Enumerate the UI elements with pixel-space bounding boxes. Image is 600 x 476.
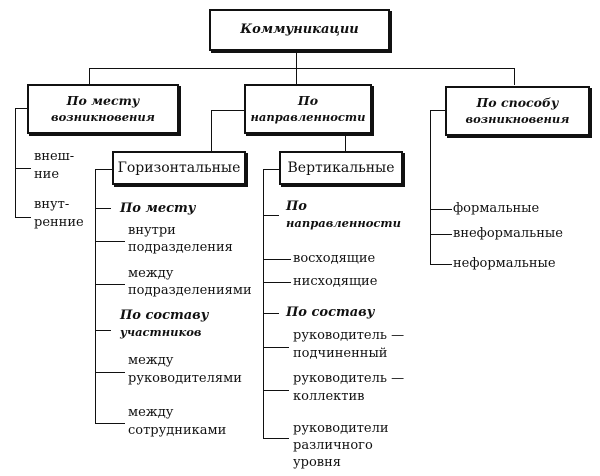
section-heading: По направленности bbox=[286, 198, 401, 232]
item-text: внут- bbox=[34, 197, 70, 212]
list-item: руководители различного уровня bbox=[293, 420, 389, 471]
connector bbox=[95, 241, 125, 242]
list-item: формальные bbox=[453, 201, 540, 216]
item-text: ние bbox=[34, 167, 60, 182]
subgroup-label: Вертикальные bbox=[287, 160, 395, 176]
category-label-line1: По месту bbox=[66, 93, 140, 108]
connector bbox=[296, 68, 297, 85]
category-label-line1: По bbox=[297, 93, 319, 108]
heading-text: участников bbox=[120, 325, 202, 339]
item-text: различного bbox=[293, 438, 373, 453]
connector bbox=[263, 169, 264, 438]
heading-text: По bbox=[286, 199, 307, 214]
list-item: внеформальные bbox=[453, 226, 563, 241]
connector bbox=[263, 282, 291, 283]
connector bbox=[89, 68, 90, 85]
category-label-line2: возникновения bbox=[51, 110, 155, 124]
category-by-place-node: По месту возникновения bbox=[27, 84, 179, 134]
connector bbox=[263, 438, 289, 439]
item-text: подчиненный bbox=[293, 346, 388, 361]
list-item: нисходящие bbox=[293, 274, 378, 289]
connector bbox=[95, 330, 111, 331]
category-label-line2: направленности bbox=[250, 110, 366, 124]
connector bbox=[95, 284, 125, 285]
category-label-line1: По способу bbox=[476, 95, 559, 110]
list-item: восходящие bbox=[293, 251, 376, 266]
connector bbox=[211, 110, 212, 151]
connector bbox=[430, 110, 445, 111]
connector bbox=[95, 208, 111, 209]
item-text: внеш- bbox=[34, 149, 75, 164]
list-item: между подразделениями bbox=[128, 265, 252, 299]
connector bbox=[514, 68, 515, 85]
item-text: подразделения bbox=[128, 240, 233, 255]
subgroup-label: Горизонтальные bbox=[117, 160, 241, 176]
list-item: между сотрудниками bbox=[128, 404, 226, 440]
item-text: руководитель — bbox=[293, 371, 405, 386]
list-item: между руководителями bbox=[128, 352, 242, 388]
heading-text: направленности bbox=[286, 216, 401, 230]
connector bbox=[263, 169, 279, 170]
connector bbox=[15, 108, 16, 218]
section-heading: По составу участников bbox=[120, 307, 208, 341]
connector bbox=[95, 169, 112, 170]
connector bbox=[296, 51, 297, 68]
connector bbox=[95, 169, 96, 424]
item-text: подразделениями bbox=[128, 283, 252, 298]
connector bbox=[263, 347, 289, 348]
list-item: руководитель — коллектив bbox=[293, 370, 404, 406]
item-text: между bbox=[128, 353, 174, 368]
item-text: уровня bbox=[293, 455, 341, 470]
list-item: внутри подразделения bbox=[128, 222, 233, 256]
subgroup-horizontal-node: Горизонтальные bbox=[112, 151, 246, 185]
connector bbox=[263, 313, 279, 314]
section-heading: По составу bbox=[286, 305, 375, 320]
connector bbox=[15, 168, 31, 169]
category-by-method-node: По способу возникновения bbox=[445, 86, 590, 136]
connector bbox=[263, 215, 279, 216]
section-heading: По месту bbox=[120, 201, 196, 216]
category-by-direction-node: По направленности bbox=[244, 84, 372, 134]
item-text: руководителями bbox=[128, 371, 242, 386]
connector bbox=[15, 108, 27, 109]
category-label-line2: возникновения bbox=[465, 112, 570, 126]
root-node: Коммуникации bbox=[209, 9, 390, 51]
item-text: сотрудниками bbox=[128, 423, 227, 438]
connector bbox=[89, 68, 514, 69]
connector bbox=[263, 259, 291, 260]
connector bbox=[430, 234, 452, 235]
item-text: внутри bbox=[128, 223, 176, 238]
connector bbox=[95, 423, 125, 424]
list-item: внеш- ние bbox=[34, 148, 74, 184]
connector bbox=[430, 110, 431, 265]
item-text: ренние bbox=[34, 215, 84, 230]
list-item: внут- ренние bbox=[34, 196, 84, 232]
item-text: коллектив bbox=[293, 389, 365, 404]
connector bbox=[211, 110, 244, 111]
item-text: между bbox=[128, 405, 174, 420]
subgroup-vertical-node: Вертикальные bbox=[279, 151, 403, 185]
root-label: Коммуникации bbox=[240, 22, 359, 37]
connector bbox=[263, 390, 289, 391]
item-text: между bbox=[128, 266, 174, 281]
connector bbox=[345, 134, 346, 151]
item-text: руководители bbox=[293, 421, 389, 436]
connector bbox=[15, 217, 31, 218]
list-item: руководитель — подчиненный bbox=[293, 327, 404, 363]
list-item: неформальные bbox=[453, 256, 556, 271]
connector bbox=[430, 209, 452, 210]
connector bbox=[95, 372, 125, 373]
connector bbox=[430, 264, 452, 265]
heading-text: По составу bbox=[120, 308, 209, 323]
item-text: руководитель — bbox=[293, 328, 405, 343]
